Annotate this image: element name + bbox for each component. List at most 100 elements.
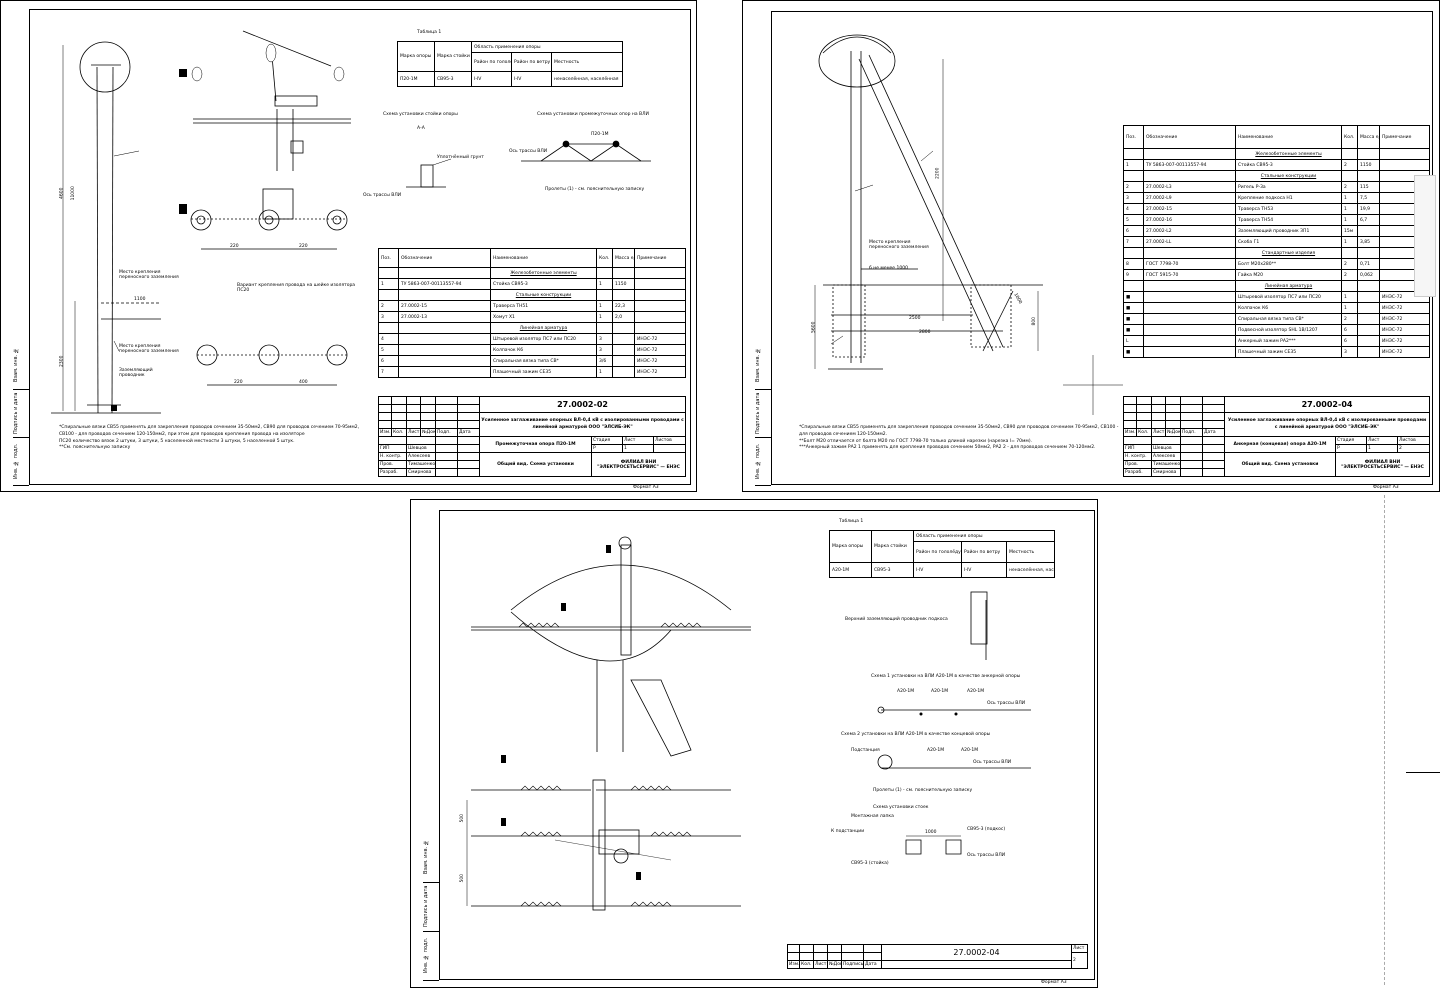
spec-cell-name: Плашечный зажим СЕ35	[490, 366, 597, 378]
dim-label: 4600	[59, 187, 65, 199]
page-break-line	[1384, 495, 1385, 985]
table-row: Железобетонные элементы	[1123, 148, 1430, 160]
spec-cell-pos: L	[1123, 335, 1144, 347]
role: Разраб.	[1123, 468, 1152, 477]
scheme2-title: Схема 2 установки на ВЛИ А20-1М в качест…	[841, 732, 991, 737]
spec-cell-name: Траверса ТН51	[490, 300, 597, 312]
spec-cell-mass: 7,5	[1357, 192, 1380, 204]
drawing-sheet-1: Взам. инв. № Подпись и дата Инв. № подл.	[0, 0, 697, 492]
stamp-col: Изм.	[1123, 428, 1137, 437]
spec-cell-mass	[1357, 225, 1380, 237]
spec-cell-name: Штыревой изолятор ПС7 или ПС20	[1235, 291, 1342, 303]
table1-title: Таблица 1	[417, 30, 442, 35]
spec-cell-des	[1143, 346, 1236, 358]
spec-cell-des	[398, 333, 491, 345]
spec-cell-mass	[1357, 247, 1380, 259]
spec-header: Масса ед. кг.	[612, 248, 635, 268]
person: Тимашенко	[406, 460, 436, 469]
dim-label: 5600	[811, 321, 817, 333]
project-title: Усиленное заглаживание опорных ВЛ-0,4 кВ…	[1223, 412, 1431, 437]
spec-cell-name: Болт М20х280**	[1235, 258, 1342, 270]
spec-header: Наименование	[1235, 125, 1342, 149]
spec-cell-qty: 6	[1341, 335, 1358, 347]
spec-cell-mass	[1357, 324, 1380, 336]
spec-cell-qty: 1	[1341, 291, 1358, 303]
drawing-code: 27.0002-04	[881, 944, 1072, 961]
spec-cell-des: ГОСТ 7798-70	[1143, 258, 1236, 270]
spec-cell-des: ТУ 5863-007-00113557-94	[398, 278, 491, 290]
spec-header: Поз.	[378, 248, 399, 268]
table-header: Район по гололёду	[471, 52, 512, 72]
drawing-title: Анкерная (концевая) опора А20-1М	[1224, 436, 1336, 453]
spec-cell-qty: 1	[596, 311, 613, 323]
spec-cell-qty: 2	[1341, 269, 1358, 281]
person: Смирнова	[406, 468, 436, 477]
spec-cell-qty: 1	[596, 366, 613, 378]
stamp-col: Подпись	[841, 960, 864, 969]
label-tamp: Уплотнённый грунт	[437, 155, 484, 160]
spec-cell-des	[398, 366, 491, 378]
sheet1-pole-drawing	[51, 30, 651, 414]
dim-label: 2300	[59, 355, 65, 367]
label-mount: Место крепления переносного заземления	[869, 240, 929, 250]
spec-cell-note	[634, 311, 686, 323]
table-cell: ненаселённая, населённая	[550, 71, 624, 87]
spec-cell-note	[634, 278, 686, 290]
stamp-col: Изм.	[787, 960, 800, 969]
spec-cell-note	[1379, 148, 1430, 160]
spec-cell-mass	[612, 355, 635, 367]
spec-cell-des: 27.0002-LL	[1143, 236, 1236, 248]
scrollbar-thumb[interactable]	[1414, 175, 1436, 297]
format-label: Формат А3	[633, 485, 659, 490]
variant-note: Вариант крепления провода на шейке изоля…	[237, 283, 356, 293]
spec-cell-name: Плашечный зажим СЕ35	[1235, 346, 1342, 358]
spec-header: Поз.	[1123, 125, 1144, 149]
spec-cell-mass	[612, 333, 635, 345]
spec-cell-pos: 6	[1123, 225, 1144, 237]
sheet1-notes: *Спиральные вязки СВ55 применять для зак…	[59, 425, 375, 452]
sheet3-anchor-top-drawing	[466, 536, 1031, 911]
spec-cell-pos: ■	[1123, 313, 1144, 325]
table-cell: СВ95-3	[871, 562, 914, 578]
spec-cell-pos: 8	[1123, 258, 1144, 270]
table-header: Местность	[550, 52, 624, 72]
spec-cell-pos: 4	[378, 333, 399, 345]
dim-label: 11000	[70, 186, 76, 201]
label-axis-2: Ось трассы ВЛИ	[973, 760, 1012, 765]
label-ground: Заземляющий проводник	[119, 368, 153, 378]
table-header: Местность	[1005, 541, 1056, 563]
spec-cell-name: Железобетонные элементы	[490, 267, 597, 279]
spec-cell-mass: 6,7	[1357, 214, 1380, 226]
stamp-col: Кол.	[799, 960, 814, 969]
spec-cell-pos: 5	[1123, 214, 1144, 226]
spec-cell-name: Гайка М20	[1235, 269, 1342, 281]
stand-title: Схема установки стоек	[873, 805, 929, 810]
spec-cell-qty: 3	[596, 333, 613, 345]
spec-cell-qty: 3	[596, 344, 613, 356]
spec-cell-name: Ригель Р-3а	[1235, 181, 1342, 193]
spec-cell-name: Крепление подкоса Н1	[1235, 192, 1342, 204]
label-axis: Ось трассы ВЛИ	[987, 701, 1026, 706]
table-cell: СВ95-3	[434, 71, 472, 87]
spec-cell-pos: 7	[378, 366, 399, 378]
spec-cell-name: Скоба Г1	[1235, 236, 1342, 248]
spec-cell-qty	[596, 322, 613, 334]
table-cell: П20-1М	[397, 71, 435, 87]
dim-label: 220	[299, 244, 308, 249]
label-mount: Место крепления переносного заземления	[119, 270, 179, 280]
spec-cell-mass	[1357, 335, 1380, 347]
stamp-col: Лист	[813, 960, 828, 969]
format-label: Формат А3	[1041, 980, 1067, 985]
spec-cell-mass: 115	[1357, 181, 1380, 193]
spec-cell-pos	[1123, 247, 1144, 259]
spec-cell-des	[1143, 335, 1236, 347]
spec-header: Масса ед. кг.	[1357, 125, 1380, 149]
table-cell: I-IV	[913, 562, 962, 578]
role: Н. контр.	[378, 452, 407, 461]
